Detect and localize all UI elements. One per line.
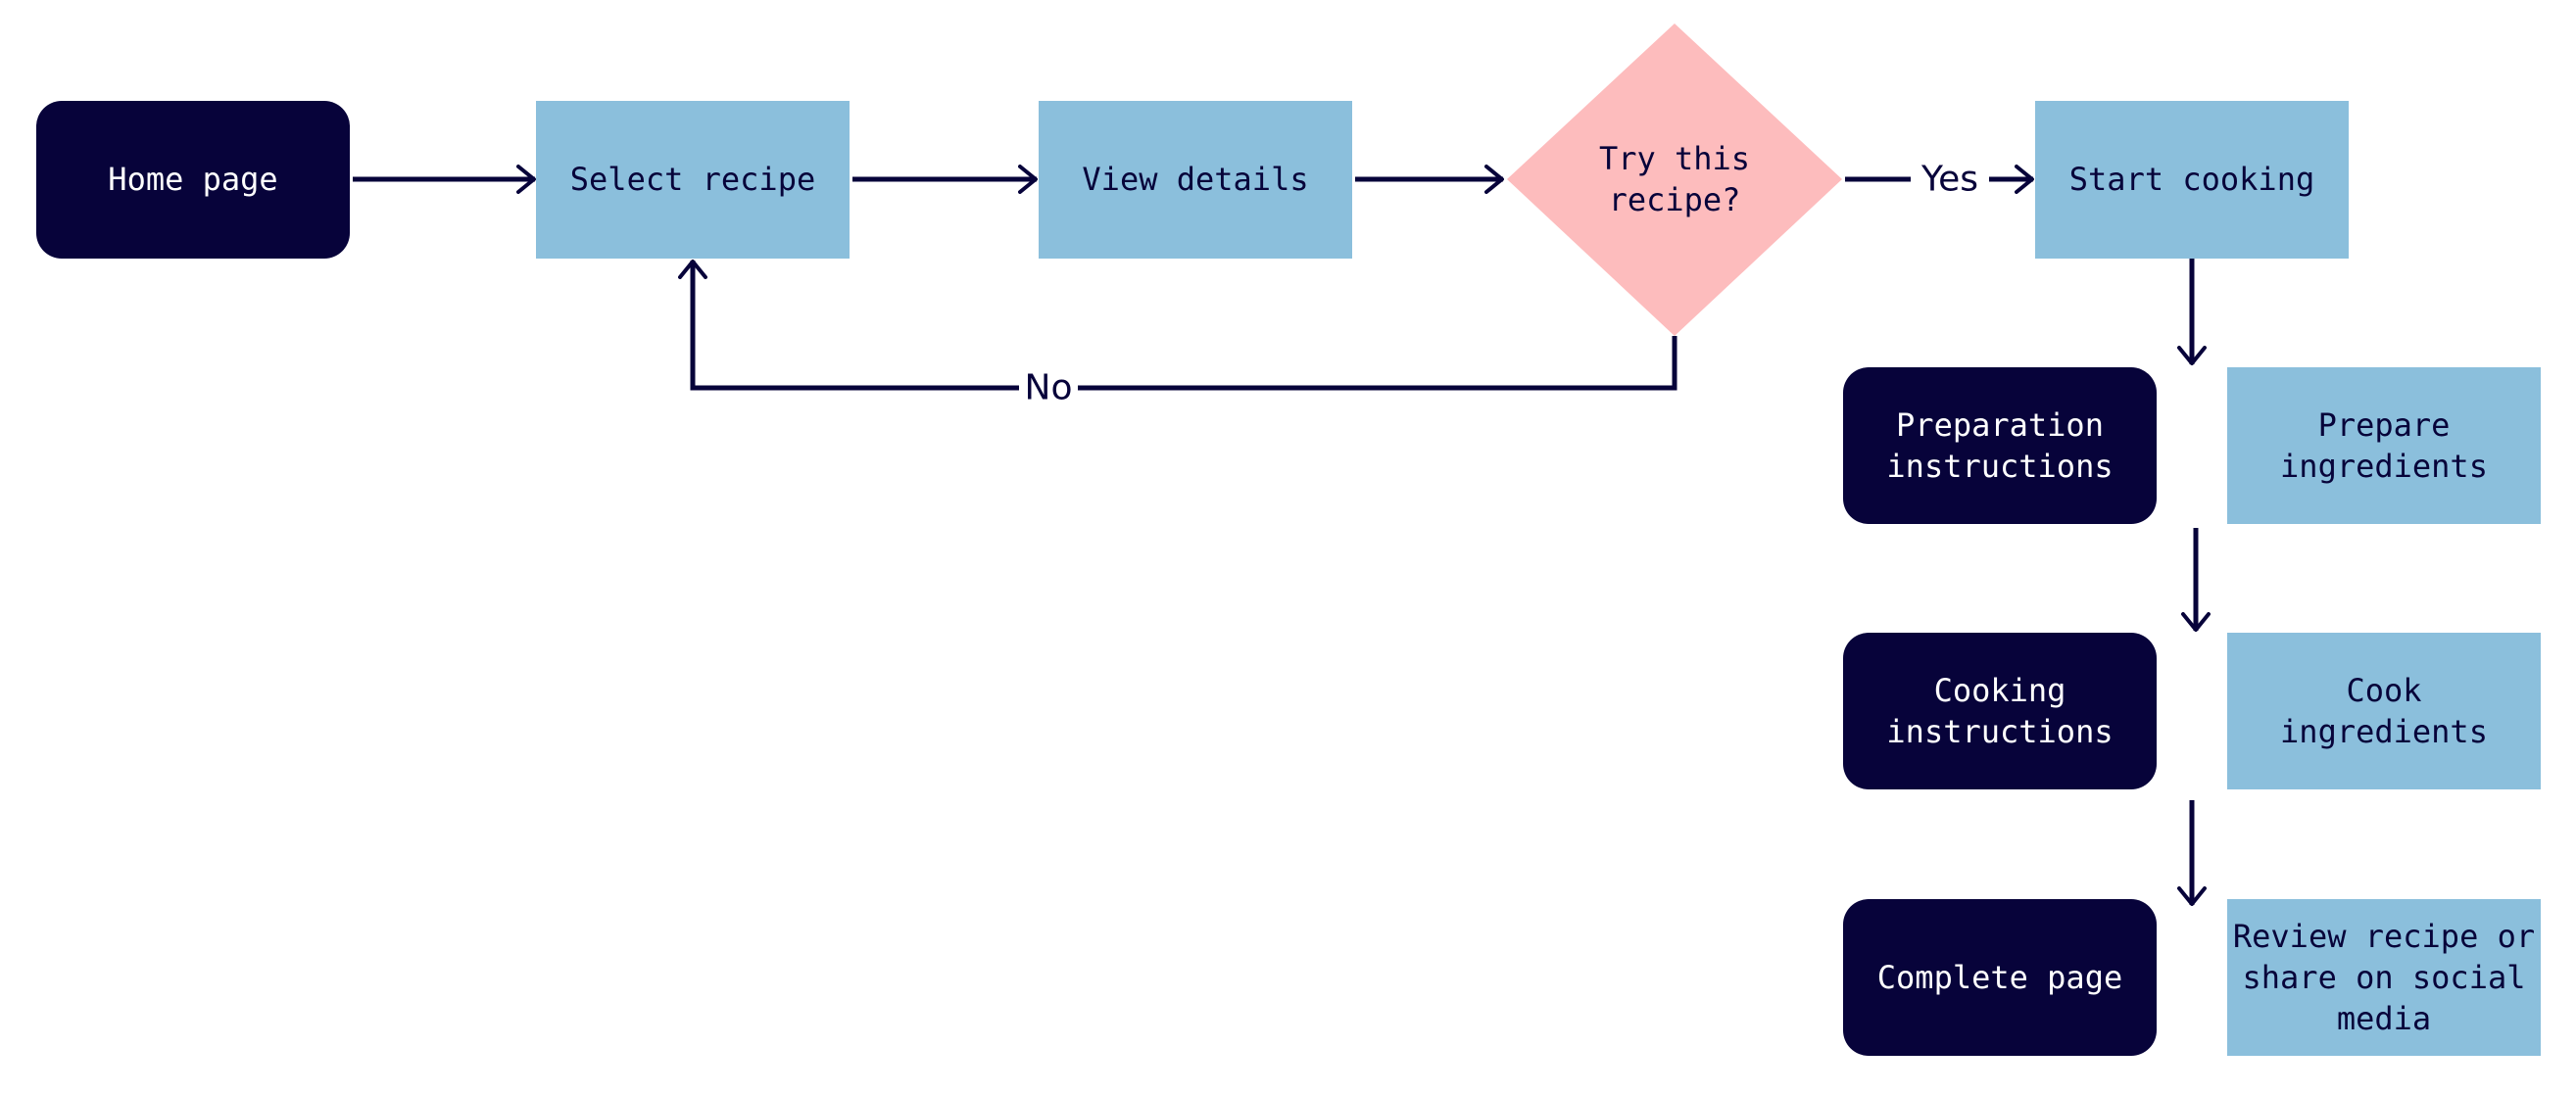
node-view-details: View details: [1039, 101, 1352, 259]
svg-text:Home page: Home page: [108, 161, 277, 198]
node-prepare-ingredients: Prepare ingredients: [2227, 367, 2541, 524]
node-label-line: View details: [1082, 161, 1308, 198]
svg-text:Select recipe: Select recipe: [570, 161, 815, 198]
node-select-recipe: Select recipe: [536, 101, 850, 259]
edge-label-yes: Yes: [1920, 160, 1978, 200]
node-cook-ingredients: Cook ingredients: [2227, 633, 2541, 789]
node-label-line: media: [2337, 1000, 2431, 1037]
node-label-line: instructions: [1886, 448, 2113, 485]
node-start-cooking: Start cooking: [2035, 101, 2349, 259]
node-label-line: Preparation: [1896, 406, 2104, 444]
node-label-line: ingredients: [2280, 448, 2488, 485]
node-label-line: Review recipe or: [2233, 918, 2535, 955]
svg-text:Start cooking: Start cooking: [2069, 161, 2314, 198]
node-label-line: share on social: [2243, 959, 2526, 996]
node-label-line: Complete page: [1877, 959, 2122, 996]
node-complete-page: Complete page: [1843, 899, 2157, 1056]
no-line-right: [1078, 336, 1677, 391]
node-label-line: ingredients: [2280, 713, 2488, 750]
node-label-line: Try this: [1599, 140, 1750, 177]
svg-text:Complete page: Complete page: [1877, 959, 2122, 996]
node-label-line: instructions: [1886, 713, 2113, 750]
node-label-line: Select recipe: [570, 161, 815, 198]
svg-text:View details: View details: [1082, 161, 1308, 198]
node-preparation-instructions: Preparation instructions: [1843, 367, 2157, 524]
connectors: [353, 165, 2211, 906]
node-review-or-share: Review recipe or share on social media: [2227, 899, 2541, 1056]
node-label-line: Home page: [108, 161, 277, 198]
node-cooking-instructions: Cooking instructions: [1843, 633, 2157, 789]
node-label-line: Cook: [2346, 672, 2421, 709]
node-label-line: Prepare: [2318, 406, 2451, 444]
node-decision-try-recipe: Try this recipe?: [1507, 24, 1842, 336]
node-home-page: Home page: [36, 101, 350, 259]
edge-label-no: No: [1025, 368, 1073, 408]
arrow-decision-no-to-select: [678, 260, 1019, 391]
node-label-line: recipe?: [1609, 181, 1741, 218]
node-label-line: Cooking: [1934, 672, 2066, 709]
node-label-line: Start cooking: [2069, 161, 2314, 198]
